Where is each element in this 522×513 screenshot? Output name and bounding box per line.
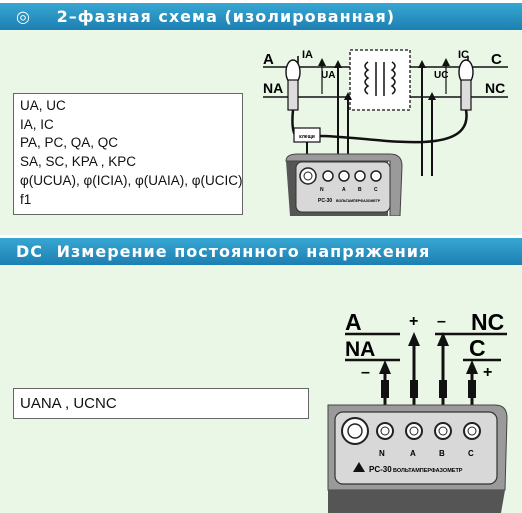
voltage-ua-label: UA	[321, 70, 335, 81]
current-clamp-right	[458, 59, 474, 111]
current-ia-label: IA	[302, 49, 313, 61]
device-model-label: PC-30	[318, 198, 332, 204]
current-ic-label: IC	[458, 49, 469, 61]
minus-sign-nc: –	[437, 313, 446, 330]
device-model-label: PC-30	[369, 465, 392, 474]
clamp-adapter-label: клещи	[299, 134, 315, 140]
pc30-device: N A B C PC-30 ВОЛЬТАМПЕРФАЗОМЕТР	[285, 153, 403, 216]
terminal-nc-label: NC	[471, 309, 504, 335]
terminal-nc-label: NC	[485, 80, 505, 96]
dc-params-text: UANA , UCNC	[20, 395, 117, 412]
jack-label-c: C	[374, 187, 378, 193]
terminal-c-label: C	[491, 51, 502, 68]
param-line: PA, PC, QA, QC	[20, 135, 119, 151]
terminal-a-label: A	[263, 51, 274, 68]
section-header-dc: DC Измерение постоянного напряжения	[0, 238, 522, 265]
terminal-c-label: C	[469, 335, 486, 361]
minus-sign-na: –	[361, 364, 370, 381]
param-line: IA, IC	[20, 116, 54, 132]
device-caption-label: ВОЛЬТАМПЕРФАЗОМЕТР	[336, 199, 381, 203]
transformer-icon	[364, 61, 396, 96]
jack-label-n: N	[320, 187, 324, 193]
jack-label-a: A	[410, 449, 416, 458]
current-clamp-left	[285, 59, 301, 111]
jack-label-b: B	[439, 449, 445, 458]
transformer-box	[349, 49, 411, 111]
jack-label-b: B	[358, 187, 362, 193]
terminal-a-label: A	[345, 309, 362, 335]
section-title: Измерение постоянного напряжения	[56, 242, 431, 261]
jack-label-n: N	[379, 449, 385, 458]
warning-triangle-icon	[353, 462, 365, 472]
jack-label-c: C	[468, 449, 474, 458]
circle-symbol-icon: ◎	[16, 7, 31, 26]
voltage-uc-label: UC	[434, 70, 448, 81]
terminal-na-label: NA	[263, 80, 283, 96]
dc-parameter-box: UANA , UCNC	[13, 388, 309, 419]
section-title: 2–фазная схема (изолированная)	[56, 7, 396, 26]
device-caption-label: ВОЛЬТАМПЕРФАЗОМЕТР	[393, 468, 463, 474]
param-line: SA, SC, KPA , KPC	[20, 154, 137, 170]
param-line: φ(UCUA), φ(ICIA), φ(UAIA), φ(UCIC)	[20, 172, 243, 188]
plus-sign-c: +	[483, 364, 492, 381]
dc-symbol-label: DC	[16, 242, 44, 261]
plus-sign-a: +	[409, 313, 418, 330]
jack-label-a: A	[342, 187, 346, 193]
dc-voltage-wiring-diagram: A NA NC C + – – + N	[327, 309, 508, 513]
parameter-list: UA, UC IA, IC PA, PC, QA, QC SA, SC, KPA…	[13, 93, 243, 215]
param-line: UA, UC	[20, 98, 66, 113]
section-header-two-phase: ◎ 2–фазная схема (изолированная)	[0, 3, 522, 30]
param-line: f1	[20, 191, 32, 207]
terminal-na-label: NA	[345, 338, 375, 361]
pc30-device: N A B C PC-30 ВОЛЬТАМПЕРФАЗОМЕТР	[327, 404, 508, 513]
two-phase-wiring-diagram: A NA C NC IA IC UA UC	[263, 49, 508, 216]
